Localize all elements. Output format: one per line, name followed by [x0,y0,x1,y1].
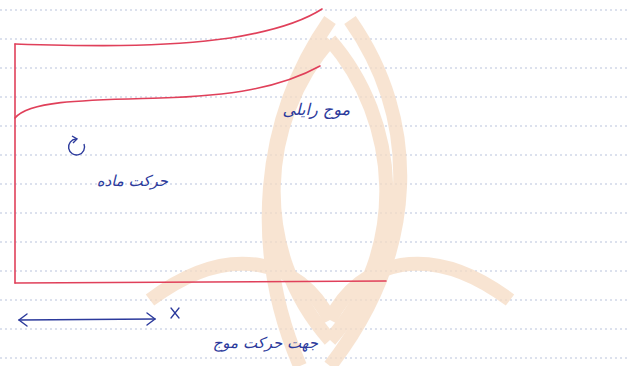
note-text: حرکت ماده [97,172,168,190]
cross-mark [171,308,179,318]
handwritten-label: موج رایلی [282,100,350,119]
handwritten-label: حرکت ماده [97,172,168,190]
note-text: جهت حرکت موج [213,334,318,352]
watermark-logo [150,20,510,366]
paper-rules [0,10,627,358]
wave-figure [15,9,386,283]
direction-arrow [19,313,155,326]
note-text: موج رایلی [282,100,350,119]
particle-motion-symbol [69,136,85,155]
handwritten-label: جهت حرکت موج [213,334,318,352]
